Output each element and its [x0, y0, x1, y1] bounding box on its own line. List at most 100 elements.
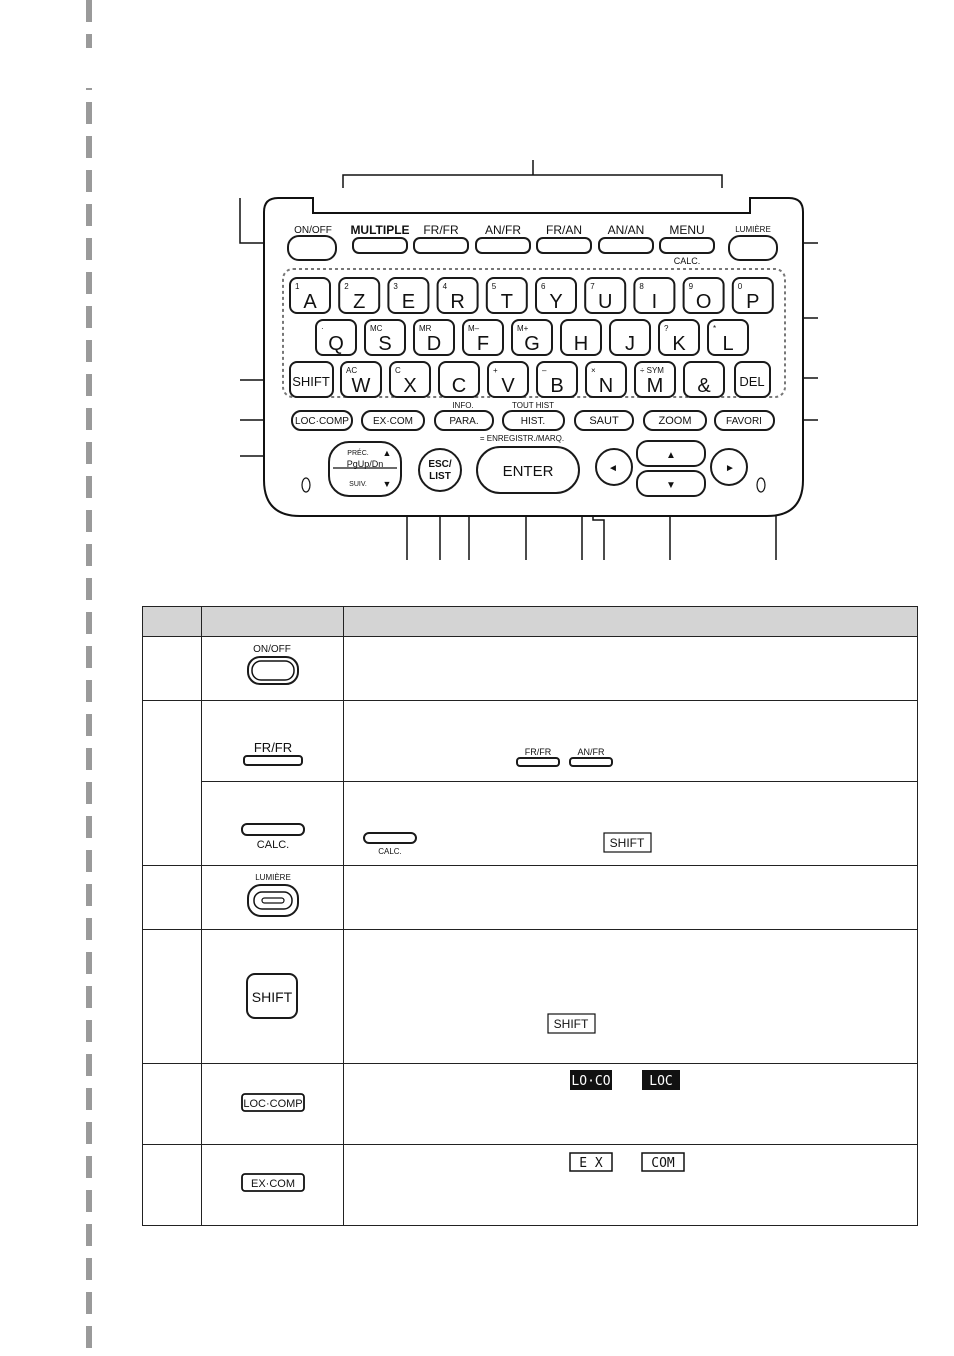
lumiere-key-icon: LUMIÈRE — [247, 873, 299, 917]
svg-text:PARA.: PARA. — [449, 416, 478, 427]
key-sublabel: 8 — [639, 282, 644, 291]
key-p — [731, 277, 774, 314]
key-label: T — [501, 291, 513, 313]
svg-text:◄: ◄ — [608, 463, 618, 474]
key-label: R — [450, 291, 464, 313]
svg-text:PRÉC.: PRÉC. — [347, 448, 368, 457]
key-label: Z — [353, 291, 365, 313]
key-label: G — [524, 333, 540, 355]
key-sublabel: * — [713, 324, 716, 333]
cut-line-gap — [80, 48, 100, 88]
on-off-label: ON/OFF — [294, 225, 332, 236]
up-arrow-key — [636, 440, 706, 467]
key-n — [585, 361, 627, 398]
multiple-key — [352, 237, 408, 254]
table-row: ON/OFF — [142, 636, 918, 701]
svg-text:MENU: MENU — [669, 223, 704, 237]
svg-text:ENTER: ENTER — [503, 463, 554, 480]
key-label: N — [599, 375, 613, 397]
svg-text:SHIFT: SHIFT — [292, 374, 330, 389]
svg-text:ESC/: ESC/ — [428, 459, 452, 470]
svg-text:PgUp/Dn: PgUp/Dn — [347, 459, 384, 469]
key-sublabel: 9 — [689, 282, 694, 291]
svg-text:CALC.: CALC. — [378, 847, 402, 856]
key-label: J — [625, 333, 635, 355]
zoom-key — [643, 410, 707, 431]
key-sublabel: MC — [370, 324, 383, 333]
loc-comp-key-icon: LOC·COMP — [241, 1093, 305, 1112]
left-arrow-key — [595, 448, 633, 486]
key-s — [364, 319, 406, 356]
svg-text:E X: E X — [579, 1156, 603, 1171]
svg-text:►: ► — [725, 463, 735, 474]
key-u — [584, 277, 627, 314]
svg-text:FR/FR: FR/FR — [254, 740, 292, 755]
pgupdn-key — [328, 441, 402, 497]
device-diagram: ON/OFF MULTIPLE FR/FR AN/FR FR/AN AN/AN … — [239, 160, 818, 560]
svg-text:EX·COM: EX·COM — [251, 1178, 295, 1190]
svg-text:FAVORI: FAVORI — [726, 416, 762, 427]
down-arrow-key — [636, 470, 706, 497]
table-row: LUMIÈRE — [142, 865, 918, 930]
key-w — [340, 361, 382, 398]
on-off-key-icon: ON/OFF — [247, 644, 299, 685]
key-table: ON/OFF FR/FR FR/FR AN/FR — [142, 606, 918, 1226]
svg-text:= ENREGISTR./MARQ.: = ENREGISTR./MARQ. — [480, 434, 564, 443]
key-label: O — [696, 291, 712, 313]
on-off-key — [287, 235, 337, 261]
key-label: E — [402, 291, 415, 313]
right-arrow-key — [710, 448, 748, 486]
svg-text:HIST.: HIST. — [521, 416, 545, 427]
an-an-key — [598, 237, 654, 254]
key-v — [487, 361, 529, 398]
svg-text:FR/AN: FR/AN — [546, 223, 582, 237]
key-c — [438, 361, 480, 398]
shift-key — [289, 361, 334, 398]
key-i — [633, 277, 676, 314]
svg-text:ZOOM: ZOOM — [659, 415, 692, 427]
key-sublabel: 6 — [541, 282, 546, 291]
key-label: L — [722, 333, 733, 355]
key-sublabel: ÷ SYM — [640, 366, 664, 375]
key-& — [683, 361, 725, 398]
fr-fr-key — [413, 237, 469, 254]
key-label: Y — [549, 291, 562, 313]
svg-text:LOC: LOC — [649, 1074, 672, 1089]
key-y — [535, 277, 577, 314]
key-label: H — [574, 333, 588, 355]
table-row: EX·COM E X COM — [142, 1144, 918, 1226]
display-indicators: E X COM — [569, 1152, 685, 1172]
svg-text:LOC·COMP: LOC·COMP — [295, 416, 349, 427]
key-o — [682, 277, 725, 314]
shift-key-icon: SHIFT — [246, 973, 298, 1019]
key-k — [658, 319, 700, 356]
multiple-label: MULTIPLE — [350, 223, 409, 237]
svg-text:CALC.: CALC. — [674, 256, 701, 266]
svg-text:SHIFT: SHIFT — [610, 836, 645, 850]
key-sublabel: MR — [419, 324, 432, 333]
key-label: Q — [328, 333, 344, 355]
enter-key — [476, 446, 580, 494]
svg-text:EX·COM: EX·COM — [373, 416, 413, 427]
key-label: F — [477, 333, 489, 355]
key-label: W — [352, 375, 371, 397]
loc-comp-key — [291, 410, 353, 431]
key-t — [485, 277, 528, 314]
svg-text:ON/OFF: ON/OFF — [253, 644, 291, 655]
an-fr-key — [475, 237, 531, 254]
svg-text:SAUT: SAUT — [589, 415, 619, 427]
key-l — [707, 319, 749, 356]
hist-key — [502, 410, 565, 431]
svg-text:SUIV.: SUIV. — [349, 481, 367, 488]
key-sublabel: 2 — [344, 282, 349, 291]
key-sublabel: · — [321, 324, 324, 333]
inline-keys: SHIFT — [547, 1013, 596, 1034]
svg-text:SHIFT: SHIFT — [252, 989, 293, 1005]
header-col-3 — [343, 606, 918, 637]
key-label: & — [697, 375, 711, 397]
ex-com-key-icon: EX·COM — [241, 1173, 305, 1192]
svg-text:AN/AN: AN/AN — [608, 223, 645, 237]
key-a — [289, 277, 331, 314]
key-label: X — [403, 375, 416, 397]
key-sublabel: M– — [468, 324, 480, 333]
